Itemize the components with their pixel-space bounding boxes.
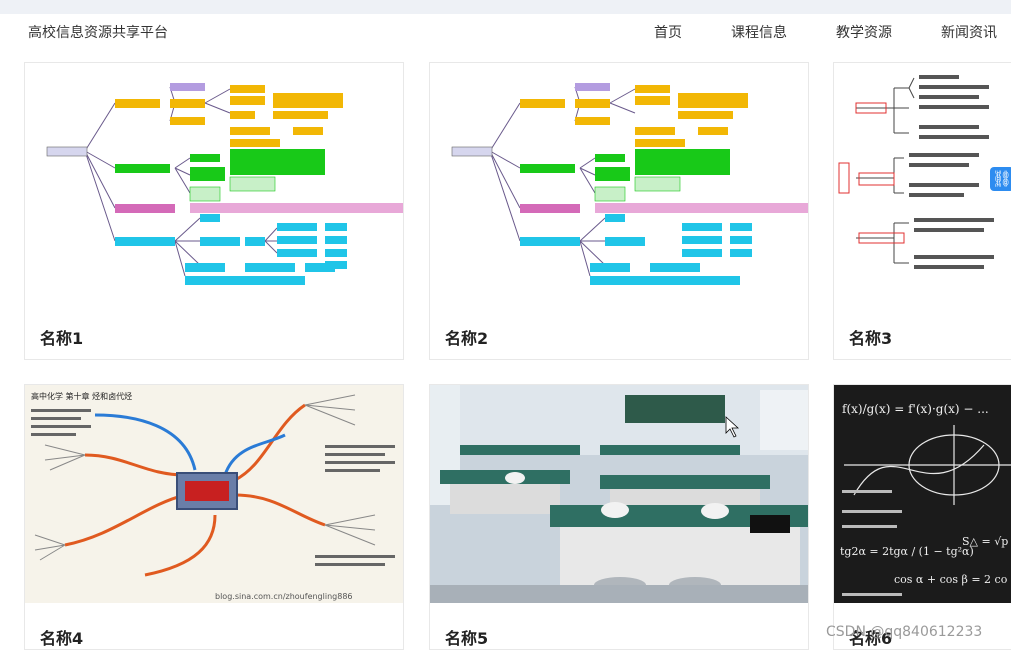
- share-link-icon[interactable]: ⛓: [990, 167, 1011, 191]
- mindmap-thumbnail: [25, 63, 403, 299]
- card-thumbnail-6[interactable]: f(x)/g(x) = f'(x)·g(x) − ... tg2α = 2tgα…: [834, 385, 1011, 603]
- card-thumbnail-2[interactable]: [430, 63, 808, 299]
- resource-card-2[interactable]: 名称2: [429, 62, 809, 360]
- top-strip: [0, 0, 1011, 14]
- mouse-cursor-icon: [725, 416, 740, 438]
- lab-classroom-photo: [430, 385, 808, 603]
- resource-card-6[interactable]: f(x)/g(x) = f'(x)·g(x) − ... tg2α = 2tgα…: [833, 384, 1011, 650]
- nav-resources[interactable]: 教学资源: [836, 25, 892, 41]
- outline-thumbnail: [834, 63, 1011, 299]
- resource-card-1[interactable]: 名称1: [24, 62, 404, 360]
- chem-title-text: 高中化学 第十章 烃和卤代烃: [31, 391, 132, 401]
- nav-news[interactable]: 新闻资讯: [941, 25, 997, 41]
- formula-bot-text: cos α + cos β = 2 co: [894, 573, 1008, 586]
- math-formula-thumbnail: f(x)/g(x) = f'(x)·g(x) − ... tg2α = 2tgα…: [834, 385, 1011, 603]
- card-name-1[interactable]: 名称1: [40, 329, 84, 348]
- nav-home[interactable]: 首页: [654, 25, 682, 41]
- card-thumbnail-4[interactable]: 高中化学 第十章 烃和卤代烃: [25, 385, 403, 603]
- card-thumbnail-3[interactable]: [834, 63, 1011, 299]
- card-thumbnail-5[interactable]: [430, 385, 808, 603]
- s-delta-text: S△ = √p: [962, 535, 1008, 548]
- card-name-2[interactable]: 名称2: [445, 329, 489, 348]
- card-thumbnail-1[interactable]: [25, 63, 403, 299]
- nav-courses[interactable]: 课程信息: [731, 25, 787, 41]
- csdn-watermark: CSDN @qq840612233: [826, 624, 983, 640]
- card-name-5[interactable]: 名称5: [445, 629, 489, 648]
- card-name-3[interactable]: 名称3: [849, 329, 893, 348]
- resource-card-3[interactable]: 名称3: [833, 62, 1011, 360]
- header-bar: 高校信息资源共享平台 首页 课程信息 教学资源 新闻资讯: [0, 14, 1011, 48]
- card-name-4[interactable]: 名称4: [40, 629, 84, 648]
- blog-watermark-text: blog.sina.com.cn/zhoufengling886: [215, 592, 353, 601]
- mindmap-thumbnail: [430, 63, 808, 299]
- formula-mid-text: tg2α = 2tgα / (1 − tg²α): [840, 545, 974, 558]
- card-name-6[interactable]: 名称6: [849, 629, 893, 648]
- resource-card-5[interactable]: 名称5: [429, 384, 809, 650]
- formula-top-text: f(x)/g(x) = f'(x)·g(x) − ...: [842, 402, 989, 416]
- resource-card-4[interactable]: 高中化学 第十章 烃和卤代烃: [24, 384, 404, 650]
- chemistry-mindmap-thumbnail: 高中化学 第十章 烃和卤代烃: [25, 385, 403, 603]
- site-brand[interactable]: 高校信息资源共享平台: [28, 25, 168, 41]
